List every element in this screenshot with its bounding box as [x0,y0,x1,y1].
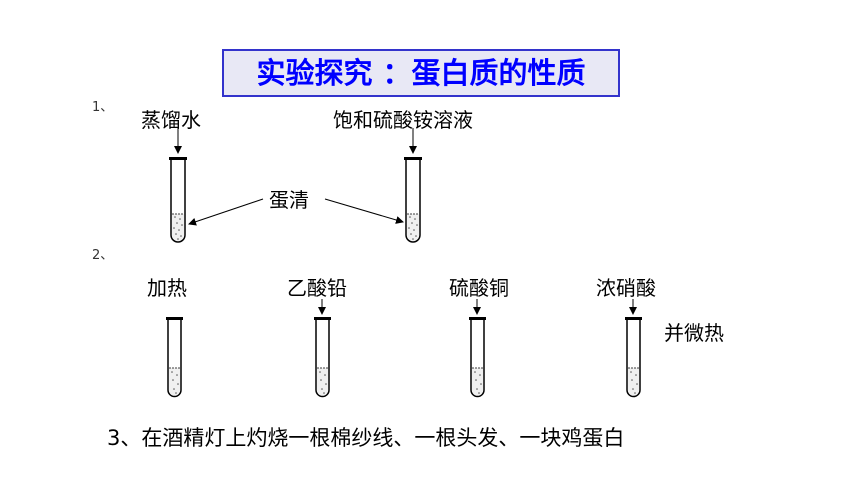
label-lead-acetate: 乙酸铅 [287,276,347,300]
test-tube-lead-acetate [314,317,331,398]
test-tube-copper-sulfate [469,317,486,398]
test-tube-distilled-water [169,157,187,243]
label-ammonium-sulfate: 饱和硫酸铵溶液 [333,108,473,132]
label-distilled-water: 蒸馏水 [141,108,201,132]
arrow-egg-white-left [188,198,264,226]
step-2-number: 2、 [92,248,114,263]
step-1-number: 1、 [92,100,114,115]
arrow-egg-white-right [324,198,404,224]
title-box [222,49,620,97]
page-title: 实验探究 ：蛋白质的性质 [256,56,586,90]
label-egg-white: 蛋清 [269,188,309,212]
label-copper-sulfate: 硫酸铜 [449,276,509,300]
label-slight-heat: 并微热 [664,321,724,345]
step-3-text: 3、在酒精灯上灼烧一根棉纱线、一根头发、一块鸡蛋白 [107,426,625,450]
test-tube-nitric-acid [625,317,642,398]
test-tube-heat [166,317,183,398]
test-tube-ammonium-sulfate [404,157,422,243]
label-nitric-acid: 浓硝酸 [596,276,656,300]
label-heat: 加热 [147,276,187,300]
